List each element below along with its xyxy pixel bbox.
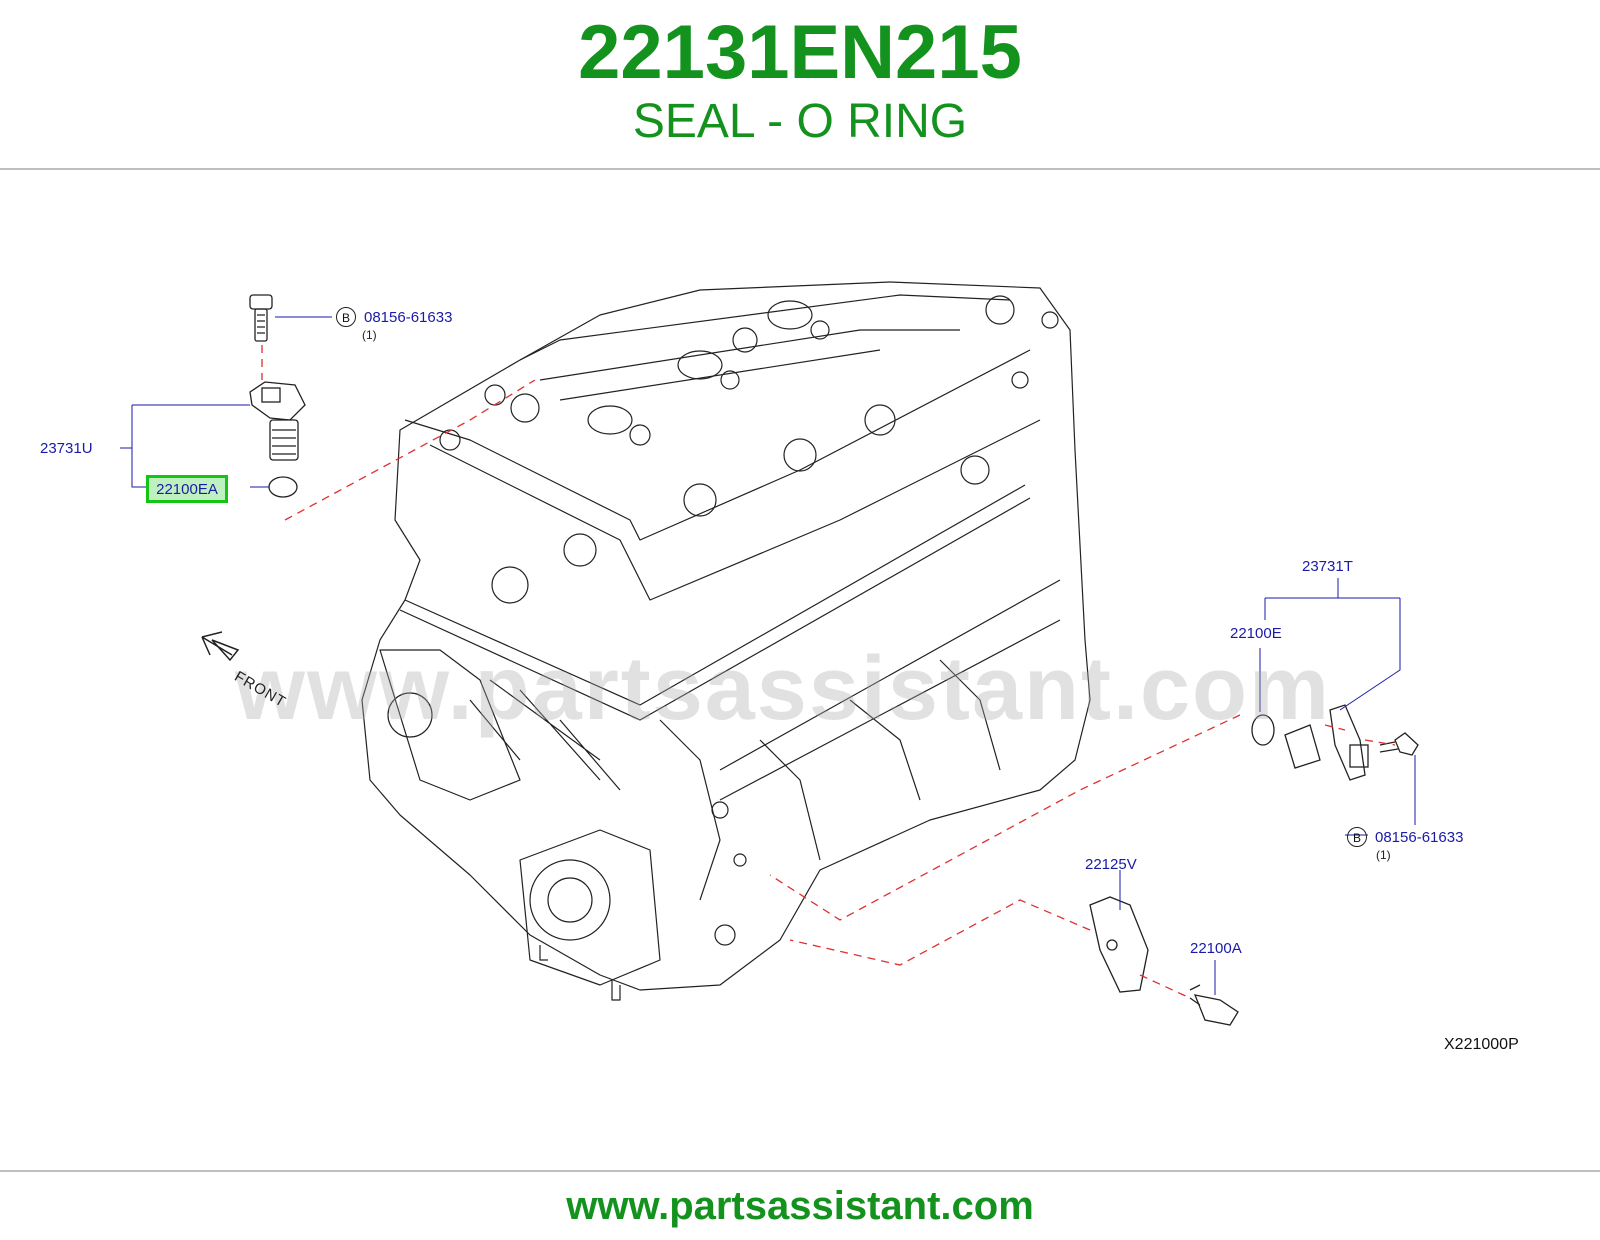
callout-bolt-bottom[interactable]: 22100A	[1190, 940, 1242, 957]
bolt-marker-top: B	[336, 307, 356, 327]
watermark: www.partsassistant.com	[235, 639, 1332, 739]
sensor-right-illustration	[1251, 704, 1419, 781]
callout-bolt-top[interactable]: 08156-61633	[364, 309, 453, 326]
footer-divider	[0, 1170, 1600, 1172]
bolt-marker-right: B	[1347, 827, 1367, 847]
exploded-parts-diagram	[120, 281, 1419, 1026]
callout-bolt-right[interactable]: 08156-61633	[1375, 829, 1464, 846]
highlighted-part-box[interactable]: 22100EA	[146, 475, 228, 503]
callout-bracket[interactable]: 22125V	[1085, 856, 1137, 873]
callout-highlighted-seal: 22100EA	[156, 481, 218, 498]
callout-sensor-right[interactable]: 23731T	[1302, 558, 1353, 575]
part-number-title: 22131EN215	[578, 10, 1022, 95]
header-divider	[0, 168, 1600, 170]
bracket-illustration	[1089, 896, 1239, 1026]
callout-bolt-right-qty: (1)	[1376, 848, 1391, 862]
callout-sensor-left[interactable]: 23731U	[40, 440, 93, 457]
front-arrow-icon	[201, 631, 240, 662]
footer-site-url[interactable]: www.partsassistant.com	[566, 1184, 1034, 1228]
callout-seal-right[interactable]: 22100E	[1230, 625, 1282, 642]
sensor-left-illustration	[249, 294, 306, 498]
part-name-subtitle: SEAL - O RING	[632, 95, 968, 148]
figure-code: X221000P	[1444, 1036, 1519, 1053]
engine-block-outline	[361, 281, 1091, 991]
page-header: 22131EN215 SEAL - O RING	[0, 0, 1600, 170]
callout-bolt-top-qty: (1)	[362, 328, 377, 342]
